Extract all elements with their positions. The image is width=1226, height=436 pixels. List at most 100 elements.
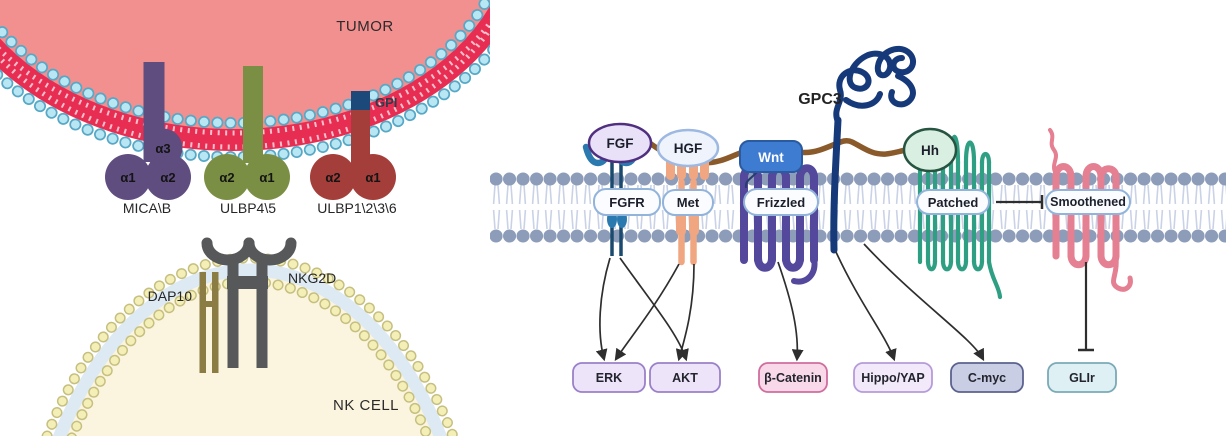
ulbp45-stalk — [243, 66, 263, 163]
nkg2d-receptor: NKG2D — [201, 237, 336, 368]
smo-loop — [1067, 251, 1090, 269]
smo-loop — [1097, 165, 1120, 181]
ulbp1236-name-label: ULBP1\2\3\6 — [317, 200, 397, 216]
gpc3-stem — [830, 116, 842, 254]
dap10-bar — [212, 272, 219, 373]
ulbp45-name-label: ULBP4\5 — [220, 200, 276, 216]
dap10-bar — [199, 272, 206, 373]
hh-label: Hh — [921, 143, 939, 158]
gpi-label: GPI — [375, 95, 397, 110]
wnt-box — [739, 140, 803, 173]
nkg2d-cup-right — [243, 237, 297, 266]
frizzled-pill — [743, 188, 819, 216]
gpc3-squiggle — [888, 73, 916, 108]
frizzled-tail — [791, 255, 818, 285]
ulbp45-a2-label: α2 — [219, 170, 234, 185]
nkg2d-label: NKG2D — [288, 270, 336, 286]
arrow-fgfr-akt — [619, 257, 689, 362]
ligand-fgf: FGF — [587, 122, 653, 164]
wnt-label: Wnt — [758, 150, 784, 165]
mica-name-label: MICA\B — [123, 200, 171, 216]
ulbp45-a1-label: α1 — [259, 170, 274, 185]
cmyc-box — [950, 362, 1024, 393]
erk-box — [572, 362, 646, 393]
tumor-beads-inner — [0, 0, 490, 128]
smoothened-pill — [1045, 189, 1131, 215]
glir-label: GLIr — [1069, 371, 1095, 385]
smoothened-pill-label: Smoothened — [1050, 195, 1126, 209]
gpi-anchor — [351, 91, 370, 110]
patched-loop — [940, 258, 954, 272]
bcatenin-box — [758, 362, 828, 393]
hippo-yap-box — [853, 362, 933, 393]
met-domain — [689, 211, 699, 236]
ulbp1236-a1-label: α1 — [365, 170, 380, 185]
nkg2d-crossbar — [227, 276, 268, 289]
ulbp1236-a2-domain — [310, 154, 356, 200]
mica-a1-domain — [105, 154, 151, 200]
receptor-pills: FGFR Met Frizzled Patched Smoothened — [593, 188, 1131, 216]
fgf-label: FGF — [607, 136, 634, 151]
patched-tail — [986, 259, 1003, 300]
hippo-yap-label: Hippo/YAP — [861, 371, 924, 385]
akt-label: AKT — [672, 371, 698, 385]
tumor-label: TUMOR — [336, 18, 394, 35]
frizzled-loop — [796, 164, 818, 182]
cmyc-label: C-myc — [968, 371, 1006, 385]
downstream-effectors: ERK AKT β-Catenin Hippo/YAP C-myc GLIr — [572, 362, 1117, 393]
met-pill — [662, 189, 714, 216]
ulbp1236-a1-domain — [350, 154, 396, 200]
hgf-bubble — [656, 128, 720, 168]
wnt-frizzled-link — [744, 171, 758, 189]
patched-loop — [955, 258, 969, 272]
nk-membrane — [52, 263, 448, 436]
ligand-hh: Hh — [902, 127, 958, 173]
mica-a2-label: α2 — [160, 170, 175, 185]
patched-pill — [916, 189, 990, 215]
gpc3-pathway-panel: GPC3 — [490, 45, 1226, 393]
ligand-ulbp1236: α2 α1 GPI ULBP1\2\3\6 — [310, 91, 397, 216]
patched-pill-label: Patched — [928, 195, 979, 210]
patched-loop — [979, 151, 992, 166]
nk-cell-label: NK CELL — [333, 397, 399, 414]
frizzled-pill-label: Frizzled — [757, 195, 805, 210]
patched-loop — [971, 258, 985, 272]
ulbp1236-stalk — [351, 106, 370, 168]
nkg2d-ligand-panel: TUMOR α1 α2 α3 MICA\B α2 α1 ULBP4\5 — [0, 0, 490, 436]
patched-loop — [925, 258, 938, 272]
erk-label: ERK — [596, 371, 622, 385]
bcatenin-label: β-Catenin — [764, 371, 822, 385]
arrow-gpc3-cmyc — [863, 243, 985, 362]
met-domain — [676, 211, 686, 236]
smo-tail — [1111, 255, 1133, 292]
dap10-bridge — [199, 301, 219, 307]
dap10-adaptor: DAP10 — [148, 272, 219, 373]
ulbp45-a2-domain — [204, 154, 250, 200]
gpc3-squiggle — [843, 91, 883, 109]
ulbp1236-a2-label: α2 — [325, 170, 340, 185]
mica-a3-label: α3 — [155, 141, 170, 156]
tumor-membrane-texture — [0, 18, 490, 136]
signal-arrows — [595, 195, 1094, 362]
ligand-hgf: HGF — [656, 128, 720, 168]
fgfr-pill — [593, 188, 661, 216]
glir-box — [1047, 362, 1117, 393]
tumor-membrane — [0, 5, 490, 151]
ligand-mica-b: α1 α2 α3 MICA\B — [105, 62, 191, 216]
arrow-gpc3-hippo — [835, 251, 897, 362]
smo-squiggle — [1048, 128, 1058, 176]
hh-bubble — [902, 127, 958, 173]
dap10-label: DAP10 — [148, 288, 193, 304]
akt-box — [649, 362, 721, 393]
ulbp45-a1-domain — [244, 154, 290, 200]
arrow-fgfr-erk — [595, 257, 611, 362]
gpc3-label: GPC3 — [798, 91, 842, 108]
hgf-label: HGF — [674, 141, 703, 156]
patched-tall-loop — [963, 140, 977, 165]
fgf-bubble — [587, 122, 653, 164]
arrow-frizzled-bcatenin — [777, 261, 804, 362]
frizzled-loop — [782, 254, 804, 272]
gpc3-squiggle — [833, 45, 917, 125]
arrow-met-akt — [675, 263, 695, 362]
